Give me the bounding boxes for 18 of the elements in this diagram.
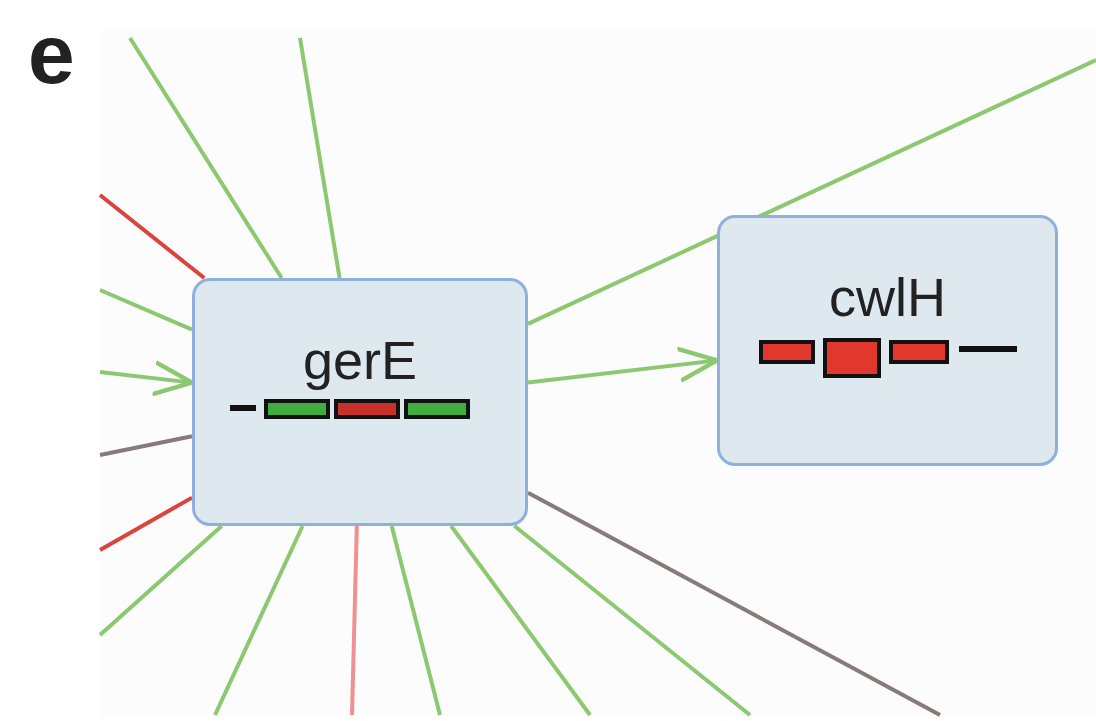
connector-line xyxy=(527,490,941,717)
panel-letter: e xyxy=(28,12,75,96)
connector-line xyxy=(99,495,193,552)
connector-line xyxy=(99,288,193,332)
connector-line xyxy=(527,58,1096,326)
connector-line xyxy=(389,525,442,716)
gene-node-box xyxy=(717,215,1058,466)
connector-line xyxy=(128,36,284,280)
connector-line xyxy=(298,37,342,279)
connector-line xyxy=(449,524,592,717)
connector-line xyxy=(350,525,359,716)
connector-line xyxy=(98,524,223,637)
connector-line xyxy=(99,434,193,457)
connector-line xyxy=(213,525,305,716)
connector-line xyxy=(513,524,752,717)
gene-name: cwlH xyxy=(829,270,946,324)
gene-node-box xyxy=(192,278,528,526)
connector-line xyxy=(98,193,206,280)
